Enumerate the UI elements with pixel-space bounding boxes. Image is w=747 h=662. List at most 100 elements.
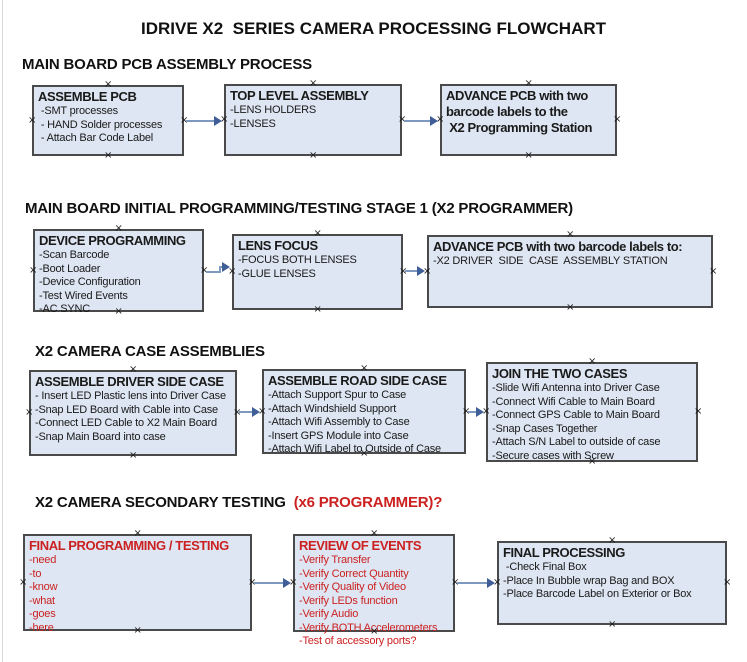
connection-point-icon: × (398, 114, 407, 125)
box-item: -Verify Quality of Video (299, 581, 406, 593)
section-heading: MAIN BOARD PCB ASSEMBLY PROCESS (22, 56, 312, 73)
flow-arrow (254, 578, 291, 588)
arrow-shaft (405, 270, 420, 272)
box-item: -Device Configuration (39, 276, 141, 288)
box-title-line: ASSEMBLE ROAD SIDE CASE (268, 373, 447, 388)
connection-point-icon: × (114, 306, 123, 317)
box-title-line: DEVICE PROGRAMMING (39, 233, 186, 248)
connection-point-icon: × (220, 114, 229, 125)
box-item: -Connect LED Cable to X2 Main Board (35, 417, 217, 429)
arrow-shaft (239, 411, 255, 413)
flow-arrow (468, 407, 484, 417)
connection-point-icon: × (233, 407, 242, 418)
box-title-line: ASSEMBLE PCB (38, 89, 137, 104)
section-heading-text: X2 CAMERA CASE ASSEMBLIES (35, 343, 265, 360)
box-item: -Secure cases with Screw (492, 449, 614, 462)
box-item: -Snap Cases Together (492, 422, 598, 435)
connection-point-icon: × (19, 576, 28, 588)
box-item: -SMT processes (38, 105, 118, 117)
box-item: -here (29, 621, 54, 634)
box-title-line: TOP LEVEL ASSEMBLY (230, 88, 369, 103)
flow-arrow (457, 578, 495, 588)
connection-point-icon: × (709, 265, 718, 277)
flow-box: ASSEMBLE DRIVER SIDE CASE- Insert LED Pl… (29, 370, 237, 456)
box-title-line: ADVANCE PCB with two barcode labels to: (433, 239, 683, 254)
connection-point-icon: × (608, 535, 617, 546)
connection-point-icon: × (588, 456, 597, 467)
flow-box: LENS FOCUS-FOCUS BOTH LENSES-GLUE LENSES (232, 234, 403, 310)
box-title-line: FINAL PROGRAMMING / TESTING (29, 538, 229, 553)
box-title-line: FINAL PROCESSING (503, 545, 625, 560)
flow-box: ASSEMBLE ROAD SIDE CASE-Attach Support S… (262, 369, 466, 455)
section-heading: X2 CAMERA CASE ASSEMBLIES (35, 343, 265, 360)
box-item: -Scan Barcode (39, 249, 110, 261)
connection-point-icon: × (104, 150, 113, 161)
connection-point-icon: × (228, 266, 237, 277)
flow-box: FINAL PROCESSING -Check Final Box -Place … (497, 541, 727, 625)
connection-point-icon: × (524, 78, 533, 89)
connection-point-icon: × (313, 304, 322, 315)
connection-point-icon: × (309, 78, 318, 89)
connection-point-icon: × (613, 114, 622, 125)
box-title-line: JOIN THE TWO CASES (492, 366, 628, 381)
connection-point-icon: × (451, 577, 460, 588)
box-item: -GLUE LENSES (238, 267, 316, 280)
box-item: -Verify Correct Quantity (299, 567, 409, 580)
box-item: -Check Final Box (503, 561, 587, 573)
box-title-line: X2 Programming Station (446, 120, 593, 135)
box-item: -X2 DRIVER SIDE CASE ASSEMBLY STATION (433, 255, 668, 267)
page-edge-line (2, 0, 3, 662)
box-item: -Attach S/N Label to outside of case (492, 436, 661, 448)
box-item: -Attach Support Spur to Case (268, 389, 407, 401)
connection-point-icon: × (129, 364, 138, 375)
box-item: -Verify LEDs function (299, 594, 398, 607)
box-item: -Verify Transfer (299, 554, 371, 566)
connection-point-icon: × (28, 114, 37, 126)
flowchart-title: IDRIVE X2 SERIES CAMERA PROCESSING FLOWC… (140, 19, 607, 38)
connection-point-icon: × (25, 407, 34, 418)
connection-point-icon: × (360, 363, 369, 374)
flow-arrow (404, 116, 438, 126)
connection-point-icon: × (608, 619, 617, 630)
connection-point-icon: × (493, 577, 502, 588)
box-item: -need (29, 554, 57, 566)
flow-box: REVIEW OF EVENTS-Verify Transfer-Verify … (293, 534, 455, 647)
box-item: -Attach Wifi Label to Outside of Case (268, 443, 441, 455)
box-item: -Connect Wifi Cable to Main Board (492, 395, 655, 408)
box-item: -Place Barcode Label on Exterior or Box (503, 588, 692, 600)
flow-box: JOIN THE TWO CASES-Slide Wifi Antenna in… (486, 362, 698, 462)
box-title-line: barcode labels to the (446, 104, 568, 119)
flow-box: DEVICE PROGRAMMING-Scan Barcode-Boot Loa… (33, 229, 204, 315)
connection-point-icon: × (566, 229, 575, 240)
arrow-head-icon (417, 266, 425, 276)
box-title-line: ASSEMBLE DRIVER SIDE CASE (35, 374, 224, 389)
connection-point-icon: × (482, 406, 491, 417)
flow-box: TOP LEVEL ASSEMBLY-LENS HOLDERS-LENSES (224, 84, 402, 156)
box-item: -Verify BOTH Accelerometers (299, 621, 438, 634)
arrow-head-icon (476, 407, 484, 417)
connection-point-icon: × (436, 114, 445, 125)
connection-point-icon: × (723, 577, 732, 588)
connection-point-icon: × (114, 223, 123, 234)
box-item: -LENS HOLDERS (230, 104, 317, 116)
box-title-line: REVIEW OF EVENTS (299, 538, 422, 553)
arrow-shaft (404, 120, 433, 122)
section-heading-suffix: (x6 PROGRAMMER)? (293, 494, 443, 511)
connection-point-icon: × (399, 266, 408, 277)
arrow-shaft (219, 266, 221, 273)
flow-arrow (405, 266, 425, 276)
flow-arrow (206, 262, 230, 273)
section-heading-text: X2 CAMERA SECONDARY TESTING (35, 494, 294, 511)
connection-point-icon: × (133, 528, 142, 539)
box-item: -Test Wired Events (39, 289, 128, 302)
connection-point-icon: × (370, 528, 379, 539)
connection-point-icon: × (248, 576, 257, 588)
box-item: -LENSES (230, 117, 276, 130)
section-heading: X2 CAMERA SECONDARY TESTING (x6 PROGRAMM… (35, 494, 442, 511)
arrow-shaft (457, 582, 490, 584)
box-item: -AC SYNC (39, 303, 90, 315)
arrow-head-icon (487, 578, 495, 588)
connection-point-icon: × (360, 448, 369, 459)
section-heading-text: MAIN BOARD INITIAL PROGRAMMING/TESTING S… (25, 200, 573, 217)
